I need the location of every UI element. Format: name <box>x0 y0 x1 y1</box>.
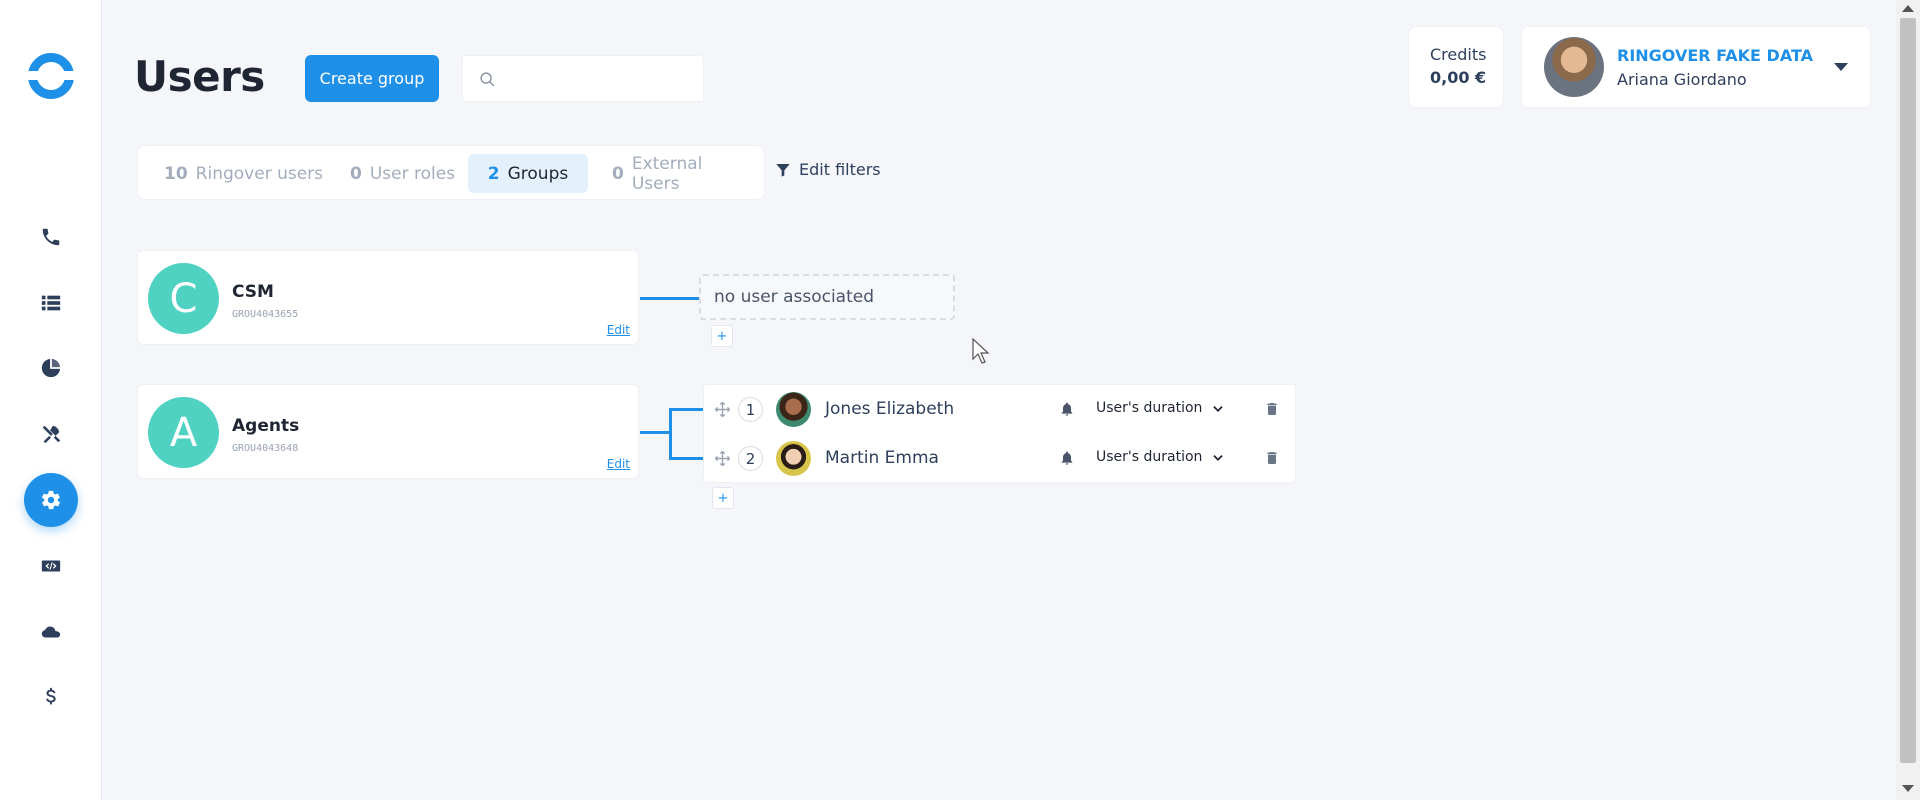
sidebar <box>0 0 102 800</box>
group-id: GROU4043655 <box>232 309 299 320</box>
filter-icon <box>776 163 790 177</box>
nav-statistics[interactable] <box>24 341 78 395</box>
mouse-cursor-icon <box>972 338 990 364</box>
group-name: CSM <box>232 282 274 302</box>
tab-ringover-users[interactable]: 10 Ringover users <box>150 154 337 193</box>
group-name: Agents <box>232 416 300 436</box>
nav-developers[interactable] <box>24 539 78 593</box>
tab-label: Groups <box>507 163 569 184</box>
tools-icon <box>42 425 61 444</box>
dollar-icon <box>46 687 56 705</box>
nav-logs[interactable] <box>24 276 78 330</box>
chevron-down-icon[interactable] <box>1211 451 1225 465</box>
member-position: 2 <box>738 446 763 471</box>
members-list: 1 Jones Elizabeth User's duration 2 Mart… <box>703 384 1296 483</box>
tab-count: 0 <box>612 163 624 184</box>
tab-label: User roles <box>369 163 456 184</box>
group-card-csm: C CSM GROU4043655 Edit <box>137 250 639 345</box>
empty-members-box: no user associated <box>699 274 955 320</box>
user-name: Ariana Giordano <box>1617 70 1747 89</box>
nav-cloud[interactable] <box>24 605 78 659</box>
chevron-down-icon[interactable] <box>1211 402 1225 416</box>
avatar <box>1544 37 1604 97</box>
list-icon <box>41 295 61 311</box>
connector-line <box>669 408 703 411</box>
connector-line <box>669 457 703 460</box>
member-row: 1 Jones Elizabeth User's duration <box>704 385 1297 434</box>
scroll-down-arrow-icon[interactable] <box>1902 785 1914 792</box>
group-avatar: A <box>148 397 219 468</box>
search-input[interactable] <box>507 66 692 92</box>
tab-count: 10 <box>164 163 188 184</box>
tab-label: Ringover users <box>195 163 324 184</box>
connector-line <box>669 408 672 460</box>
scroll-thumb[interactable] <box>1900 18 1916 763</box>
credits-label: Credits <box>1430 45 1487 64</box>
member-name: Jones Elizabeth <box>825 399 955 419</box>
connector-line <box>640 297 699 300</box>
vertical-scrollbar[interactable] <box>1896 0 1920 800</box>
nav-calls[interactable] <box>24 210 78 264</box>
tab-bar: 10 Ringover users 0 User roles 2 Groups … <box>137 145 765 200</box>
tab-user-roles[interactable]: 0 User roles <box>336 154 469 193</box>
credits-panel: Credits 0,00 € <box>1408 26 1504 108</box>
code-icon <box>41 560 61 572</box>
drag-handle-icon[interactable] <box>714 401 731 418</box>
tab-label: External Users <box>631 153 703 194</box>
drag-handle-icon[interactable] <box>714 450 731 467</box>
member-name: Martin Emma <box>825 448 939 468</box>
add-member-button[interactable]: + <box>711 325 733 347</box>
tab-count: 2 <box>487 163 500 184</box>
nav-integrations[interactable] <box>24 407 78 461</box>
ring-strategy[interactable]: User's duration <box>1096 449 1203 465</box>
avatar <box>776 392 811 427</box>
bell-icon[interactable] <box>1059 450 1075 466</box>
account-menu[interactable]: RINGOVER FAKE DATA Ariana Giordano <box>1521 26 1871 108</box>
edit-group-link[interactable]: Edit <box>606 457 630 471</box>
edit-group-link[interactable]: Edit <box>606 323 630 337</box>
pie-chart-icon <box>41 358 61 378</box>
member-row: 2 Martin Emma User's duration <box>704 434 1297 483</box>
avatar <box>776 441 811 476</box>
company-name: RINGOVER FAKE DATA <box>1617 46 1814 65</box>
page-title: Users <box>134 52 265 101</box>
search-icon <box>480 72 495 87</box>
nav-settings[interactable] <box>24 473 78 527</box>
gear-icon <box>41 490 61 510</box>
credits-value: 0,00 € <box>1430 68 1487 87</box>
trash-icon[interactable] <box>1264 400 1280 418</box>
create-group-button[interactable]: Create group <box>305 55 439 102</box>
group-card-agents: A Agents GROU4043648 Edit <box>137 384 639 479</box>
edit-filters-button[interactable]: Edit filters <box>775 160 881 179</box>
connector-line <box>640 431 671 434</box>
ring-strategy[interactable]: User's duration <box>1096 400 1203 416</box>
tab-count: 0 <box>350 163 362 184</box>
search-box[interactable] <box>462 55 704 102</box>
member-position: 1 <box>738 397 763 422</box>
phone-icon <box>42 228 60 246</box>
nav-billing[interactable] <box>24 670 78 724</box>
add-member-button[interactable]: + <box>712 487 734 509</box>
trash-icon[interactable] <box>1264 449 1280 467</box>
tab-external-users[interactable]: 0 External Users <box>598 153 764 194</box>
cloud-icon <box>41 626 61 638</box>
caret-down-icon[interactable] <box>1834 63 1848 71</box>
group-avatar: C <box>148 263 219 334</box>
scroll-up-arrow-icon[interactable] <box>1902 5 1914 12</box>
edit-filters-label: Edit filters <box>799 160 881 179</box>
bell-icon[interactable] <box>1059 401 1075 417</box>
group-id: GROU4043648 <box>232 443 299 454</box>
ringover-logo[interactable] <box>25 53 77 99</box>
tab-groups[interactable]: 2 Groups <box>468 154 588 193</box>
